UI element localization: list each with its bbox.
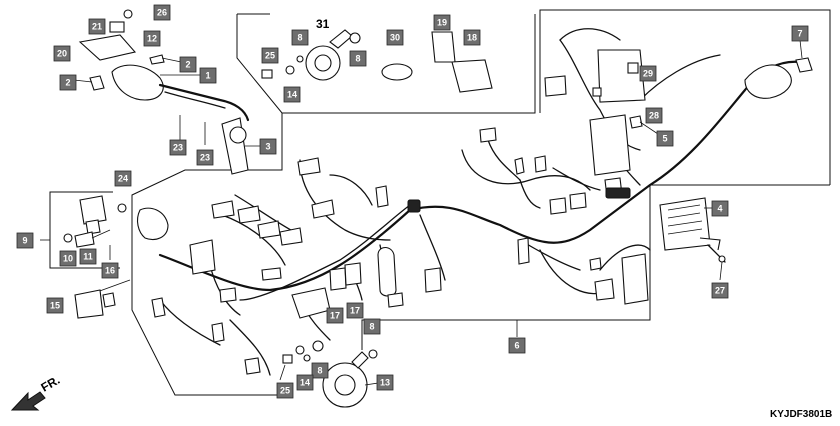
callout-14: 14 bbox=[296, 374, 314, 391]
callout-8: 8 bbox=[363, 318, 381, 335]
callout-number: 9 bbox=[22, 236, 27, 246]
callout-18: 18 bbox=[463, 29, 481, 46]
callout-15: 15 bbox=[46, 297, 64, 314]
callout-2: 2 bbox=[59, 74, 77, 91]
callout-number: 3 bbox=[265, 142, 270, 152]
relay-group bbox=[63, 195, 127, 248]
callout-number: 7 bbox=[797, 29, 802, 39]
left-connectors bbox=[74, 157, 389, 319]
callout-number: 29 bbox=[643, 69, 653, 79]
callout-31: 31 bbox=[316, 17, 330, 31]
callout-number: 30 bbox=[390, 33, 400, 43]
callout-number: 18 bbox=[467, 33, 477, 43]
callout-16: 16 bbox=[101, 262, 119, 279]
callout-3: 3 bbox=[259, 138, 277, 155]
callout-30: 30 bbox=[386, 29, 404, 46]
callout-23: 23 bbox=[196, 149, 214, 166]
callout-number: 12 bbox=[147, 34, 157, 44]
callout-number: 1 bbox=[205, 71, 210, 81]
right-harness-parts bbox=[544, 49, 813, 198]
callout-25: 25 bbox=[261, 47, 279, 64]
callout-number: 23 bbox=[173, 143, 183, 153]
callout-6: 6 bbox=[508, 337, 526, 354]
callout-number: 14 bbox=[300, 378, 310, 388]
direction-label: FR. bbox=[39, 373, 63, 395]
callout-number: 10 bbox=[63, 254, 73, 264]
callout-number: 20 bbox=[57, 49, 67, 59]
callout-number: 16 bbox=[105, 266, 115, 276]
callout-8: 8 bbox=[349, 50, 367, 67]
callout-21: 21 bbox=[88, 18, 106, 35]
callout-number: 17 bbox=[330, 311, 340, 321]
callout-2: 2 bbox=[179, 56, 197, 73]
callout-8: 8 bbox=[291, 29, 309, 46]
callout-number: 21 bbox=[92, 22, 102, 32]
callout-number: 25 bbox=[265, 51, 275, 61]
callout-number: 2 bbox=[185, 60, 190, 70]
callout-number: 6 bbox=[514, 341, 519, 351]
callout-number: 19 bbox=[437, 18, 447, 28]
callout-23: 23 bbox=[169, 139, 187, 156]
callout-number: 13 bbox=[380, 378, 390, 388]
callout-number: 25 bbox=[280, 386, 290, 396]
callout-27: 27 bbox=[711, 282, 729, 299]
diagram-code: KYJDF3801B bbox=[770, 409, 832, 420]
callout-13: 13 bbox=[376, 374, 394, 391]
callout-number: 2 bbox=[65, 78, 70, 88]
callout-25: 25 bbox=[276, 382, 294, 399]
callout-28: 28 bbox=[645, 107, 663, 124]
callout-number: 8 bbox=[355, 54, 360, 64]
callout-17: 17 bbox=[326, 307, 344, 324]
center-parts bbox=[211, 127, 649, 375]
callout-9: 9 bbox=[16, 232, 34, 249]
callout-number: 4 bbox=[717, 204, 722, 214]
callout-number: 23 bbox=[200, 153, 210, 163]
callout-17: 17 bbox=[346, 302, 364, 319]
front-direction-arrow: FR. bbox=[10, 373, 63, 411]
callout-number: 11 bbox=[83, 252, 93, 262]
callout-5: 5 bbox=[656, 130, 674, 147]
callout-10: 10 bbox=[59, 250, 77, 267]
callout-12: 12 bbox=[143, 30, 161, 47]
group-frames bbox=[49, 9, 831, 396]
callout-number: 14 bbox=[287, 90, 297, 100]
callout-24: 24 bbox=[114, 170, 132, 187]
callout-number: 17 bbox=[350, 306, 360, 316]
callout-19: 19 bbox=[433, 14, 451, 31]
callout-number: 28 bbox=[649, 111, 659, 121]
callout-number: 8 bbox=[369, 322, 374, 332]
callout-20: 20 bbox=[53, 45, 71, 62]
callout-26: 26 bbox=[153, 4, 171, 21]
callout-number: 24 bbox=[118, 174, 128, 184]
callout-1: 1 bbox=[199, 67, 217, 84]
callout-29: 29 bbox=[639, 65, 657, 82]
callout-14: 14 bbox=[283, 86, 301, 103]
callout-4: 4 bbox=[711, 200, 729, 217]
callout-number: 15 bbox=[50, 301, 60, 311]
horn-top bbox=[261, 29, 493, 93]
callout-number: 8 bbox=[297, 33, 302, 43]
callout-11: 11 bbox=[79, 248, 97, 265]
callout-number: 8 bbox=[317, 366, 322, 376]
switch-assembly bbox=[78, 9, 250, 175]
callout-number: 26 bbox=[157, 8, 167, 18]
horn-bottom bbox=[282, 340, 378, 408]
callout-8: 8 bbox=[311, 362, 329, 379]
callout-number: 27 bbox=[715, 286, 725, 296]
callout-7: 7 bbox=[791, 25, 809, 42]
callout-number: 5 bbox=[662, 134, 667, 144]
